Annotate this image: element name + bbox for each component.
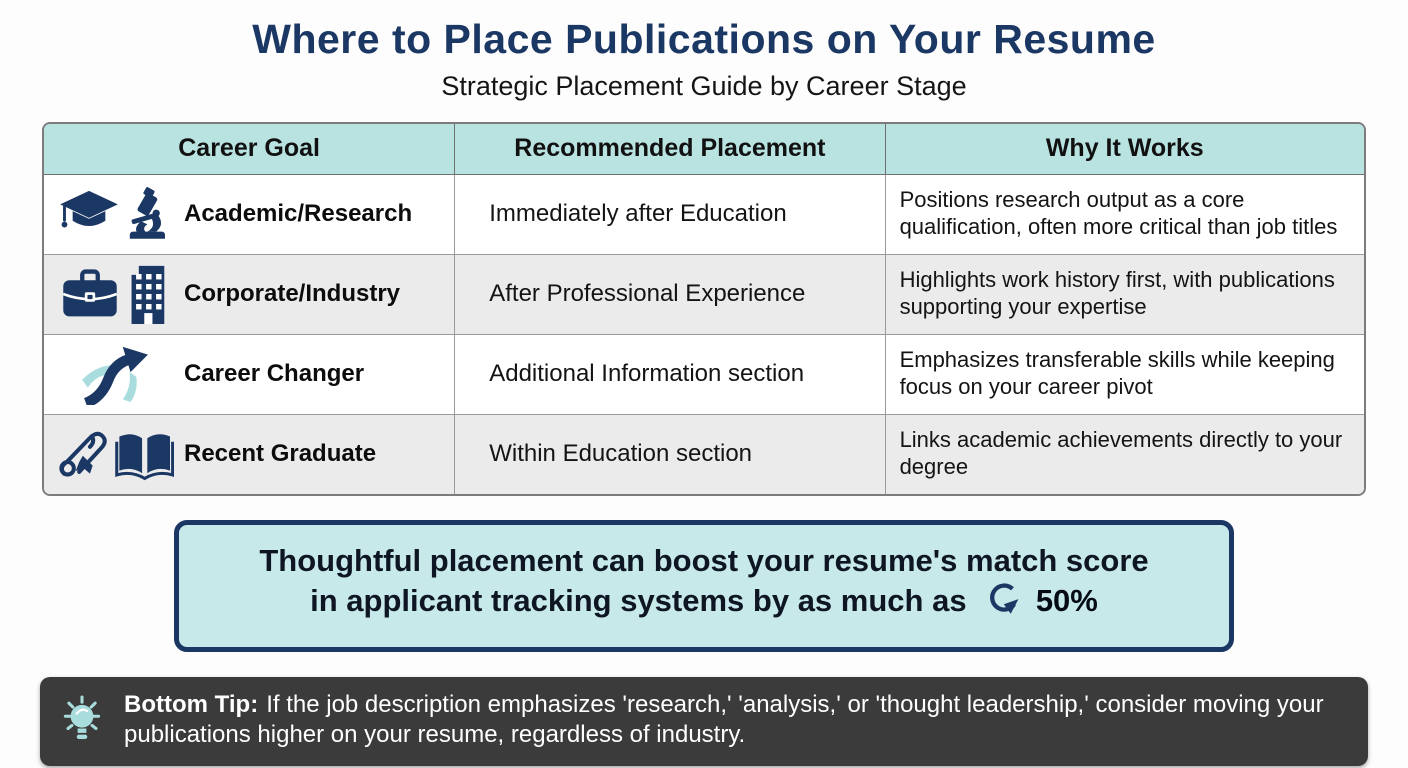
bottom-tip-label: Bottom Tip: <box>124 690 259 718</box>
career-goal-label: Academic/Research <box>184 200 413 227</box>
graduation-cap-microscope-icon <box>56 185 174 243</box>
callout-line-1: Thoughtful placement can boost your resu… <box>259 543 1149 578</box>
briefcase-building-icon <box>56 264 174 324</box>
why-it-works-value: Highlights work history first, with publ… <box>884 253 1364 335</box>
career-goal-label: Recent Graduate <box>184 440 377 468</box>
table-row: Academic/Research Immediately after Educ… <box>44 173 1364 255</box>
why-it-works-value: Links academic achievements directly to … <box>884 413 1364 494</box>
career-path-arrow-icon <box>56 343 174 405</box>
table-row: Career Changer Additional Information se… <box>44 333 1364 415</box>
column-header-recommended-placement: Recommended Placement <box>454 124 886 175</box>
page-title: Where to Place Publications on Your Resu… <box>252 16 1156 62</box>
why-it-works-value: Positions research output as a core qual… <box>884 173 1364 255</box>
infographic-page: Where to Place Publications on Your Resu… <box>0 16 1408 768</box>
diploma-book-icon <box>56 426 174 482</box>
why-it-works-value: Emphasizes transferable skills while kee… <box>884 333 1364 415</box>
placement-value: Immediately after Education <box>454 173 886 255</box>
lightbulb-icon <box>56 690 108 751</box>
placement-value: Additional Information section <box>454 333 886 415</box>
table-row: Corporate/Industry After Professional Ex… <box>44 253 1364 335</box>
placement-value: Within Education section <box>454 413 886 494</box>
column-header-career-goal: Career Goal <box>44 124 456 175</box>
bottom-tip-text: Bottom Tip:If the job description emphas… <box>124 690 1346 751</box>
match-score-callout: Thoughtful placement can boost your resu… <box>174 520 1234 652</box>
match-score-stat: 50% <box>1035 583 1098 619</box>
circular-arrow-icon <box>977 583 1030 625</box>
callout-line-2: in applicant tracking systems by as much… <box>189 581 1219 628</box>
table-header-row: Career Goal Recommended Placement Why It… <box>44 124 1364 175</box>
career-goal-label: Corporate/Industry <box>184 280 401 307</box>
bottom-tip-bar: Bottom Tip:If the job description emphas… <box>40 676 1368 767</box>
career-goal-label: Career Changer <box>184 360 365 387</box>
column-header-why-it-works: Why It Works <box>884 124 1364 175</box>
table-row: Recent Graduate Within Education section… <box>44 413 1364 494</box>
bottom-tip-body: If the job description emphasizes 'resea… <box>124 690 1324 749</box>
callout-line-2-text: in applicant tracking systems by as much… <box>310 583 967 619</box>
placement-guide-table: Career Goal Recommended Placement Why It… <box>42 122 1366 496</box>
placement-value: After Professional Experience <box>454 253 886 335</box>
page-subtitle: Strategic Placement Guide by Career Stag… <box>441 71 967 101</box>
